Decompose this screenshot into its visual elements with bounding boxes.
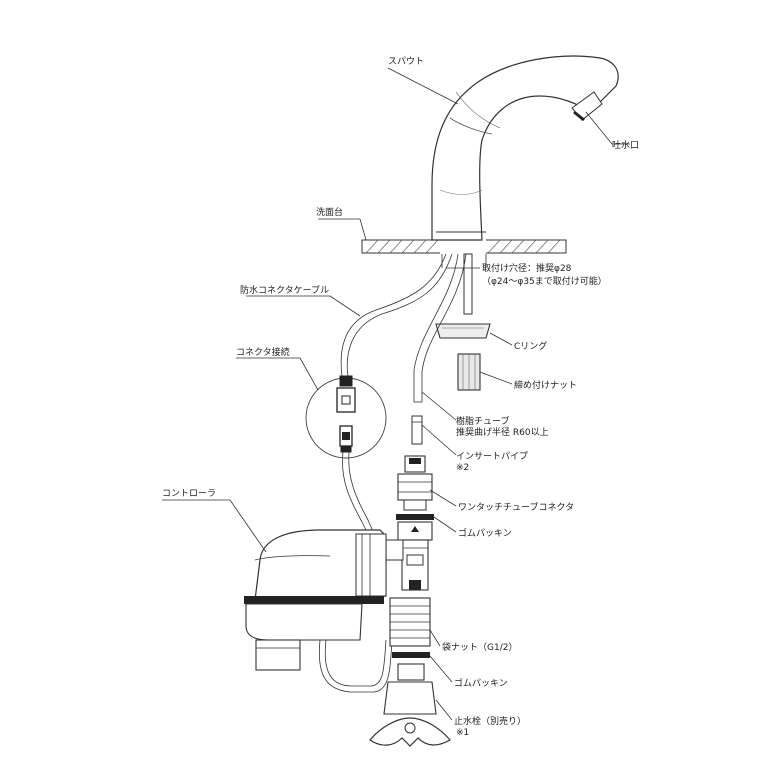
connector-cable <box>340 253 453 377</box>
label-outlet: 吐水口 <box>612 139 639 151</box>
label-cable: 防水コネクタケーブル <box>240 284 329 296</box>
mounting-shaft <box>441 253 487 315</box>
label-stop-valve: 止水栓（別売り） <box>454 715 526 727</box>
label-c-ring: Cリング <box>514 340 547 352</box>
label-tube-radius: 推奨曲げ半径 R60以上 <box>456 426 549 438</box>
label-note-2: ※2 <box>456 463 469 473</box>
valve-body <box>384 521 433 591</box>
label-packing-lower: ゴムパッキン <box>454 677 508 689</box>
resin-tube <box>413 253 467 403</box>
label-spout: スパウト <box>388 56 424 67</box>
label-counter: 洗面台 <box>316 206 343 218</box>
insert-pipe <box>411 415 423 445</box>
rubber-packing-lower <box>392 652 430 658</box>
label-insert-pipe: インサートパイプ <box>456 451 528 462</box>
spout-body <box>431 55 619 241</box>
stop-valve <box>369 663 451 747</box>
label-controller: コントローラ <box>162 488 216 499</box>
label-note-1: ※1 <box>456 728 469 738</box>
counter-top <box>361 239 567 254</box>
label-one-touch-connector: ワンタッチチューブコネクタ <box>458 501 574 513</box>
label-hole-diameter: 取付け穴径：推奨φ28 <box>482 262 572 274</box>
one-touch-connector <box>397 455 433 511</box>
rubber-packing-upper <box>396 514 434 520</box>
cap-nut <box>389 597 431 647</box>
connector-joint <box>305 375 387 459</box>
label-packing-upper: ゴムパッキン <box>458 527 512 539</box>
label-nut: 締め付けナット <box>514 379 577 391</box>
leader-lines <box>162 67 630 721</box>
controller-body <box>244 529 393 693</box>
label-hole-range: （φ24～φ35まで取付け可能） <box>482 275 607 287</box>
tightening-nut <box>457 353 481 391</box>
outlet-nozzle <box>571 91 603 122</box>
label-cap-nut: 袋ナット（G1/2） <box>442 641 517 653</box>
c-ring <box>435 323 491 339</box>
cable-to-controller <box>342 451 377 539</box>
labels: スパウト 吐水口 洗面台 取付け穴径：推奨φ28 （φ24～φ35まで取付け可能… <box>162 56 639 738</box>
label-connector-joint: コネクタ接続 <box>236 346 290 358</box>
label-tube: 樹脂チューブ <box>456 415 509 427</box>
